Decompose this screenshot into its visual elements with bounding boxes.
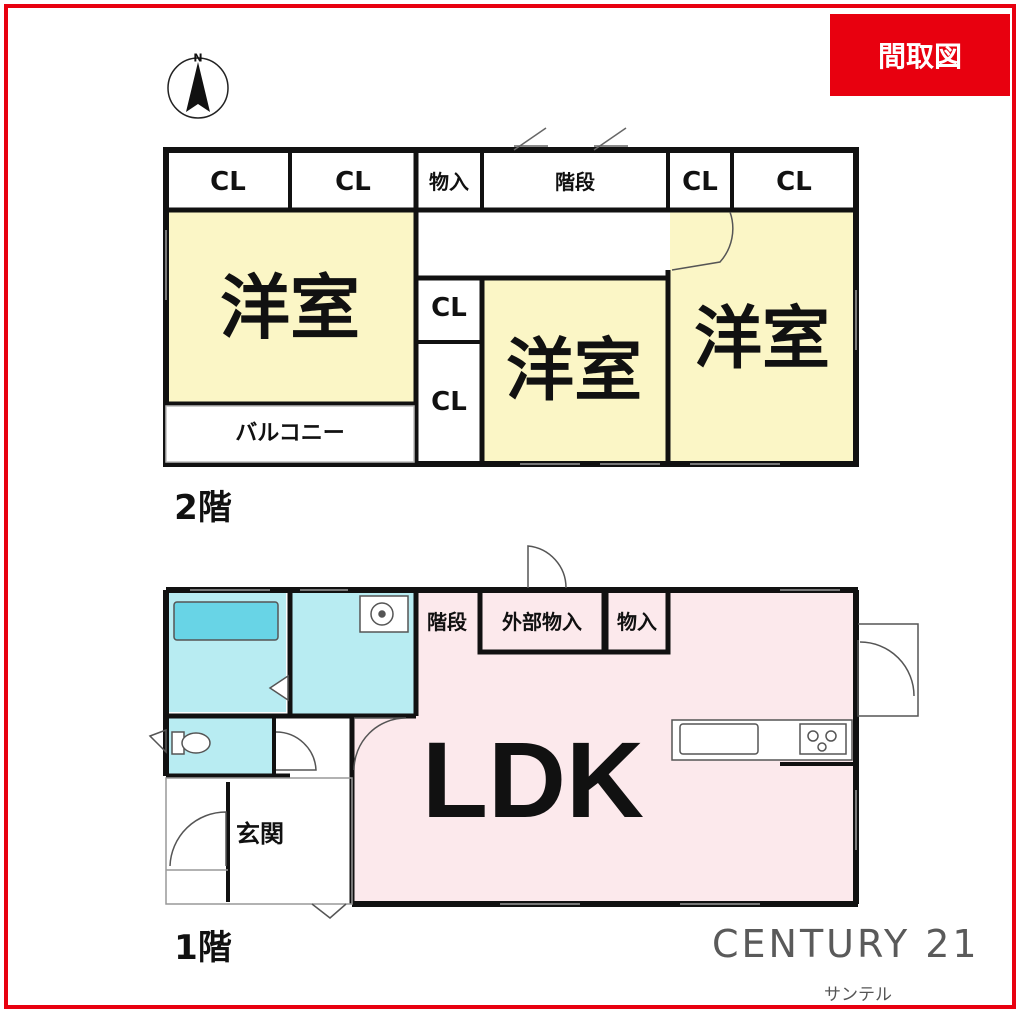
floor2-walls [163,147,859,467]
brand-logo-text: CENTURY 21 [712,922,980,966]
stove-icon [799,723,847,755]
floor2-cl-2: CL [335,167,371,197]
door-swing [671,211,734,271]
bathtub-icon [173,601,279,641]
floor1-stairs: 階段 [427,610,467,634]
floor2-stairs: 階段 [555,170,595,194]
floor1-label: 1階 [174,928,232,968]
sink-icon [679,723,759,755]
entrance-outline [165,777,353,905]
floor2-label: 2階 [174,488,232,528]
roof-vents [513,127,628,151]
doors-floor1 [148,545,919,919]
floor1-entrance: 玄関 [236,820,284,848]
windows-floor1 [190,589,857,905]
floor1-storage: 物入 [617,610,657,634]
floor2-cl-mid-top: CL [431,293,467,323]
kitchen-counter [671,719,853,761]
floor-plan-badge: 間取図 [830,14,1010,96]
floor2-cl-3: CL [682,167,718,197]
floor2-western-right: 洋室 [693,300,831,379]
toilet-icon [171,731,211,755]
floor2-balcony: バルコニー [235,421,345,446]
balcony-rail [165,405,415,463]
compass-icon [167,57,229,119]
room-western-left-fill [166,212,416,402]
floor2-cl-4: CL [776,167,812,197]
windows-floor2 [165,230,857,465]
floor2-cl-mid-bottom: CL [431,387,467,417]
basin-icon [359,595,409,633]
floor1-ldk: LDK [422,719,644,840]
brand-subtext: サンテル [824,985,892,1005]
floor2-western-left: 洋室 [220,267,360,349]
floor2-western-center: 洋室 [505,332,643,411]
floor1-outdoor-storage: 外部物入 [502,610,582,634]
floor2-cl-1: CL [210,167,246,197]
floor2-storage: 物入 [429,170,469,194]
compass-north-label: N [193,51,203,65]
room-western-center-fill [484,280,666,462]
room-western-right-fill [670,212,856,462]
